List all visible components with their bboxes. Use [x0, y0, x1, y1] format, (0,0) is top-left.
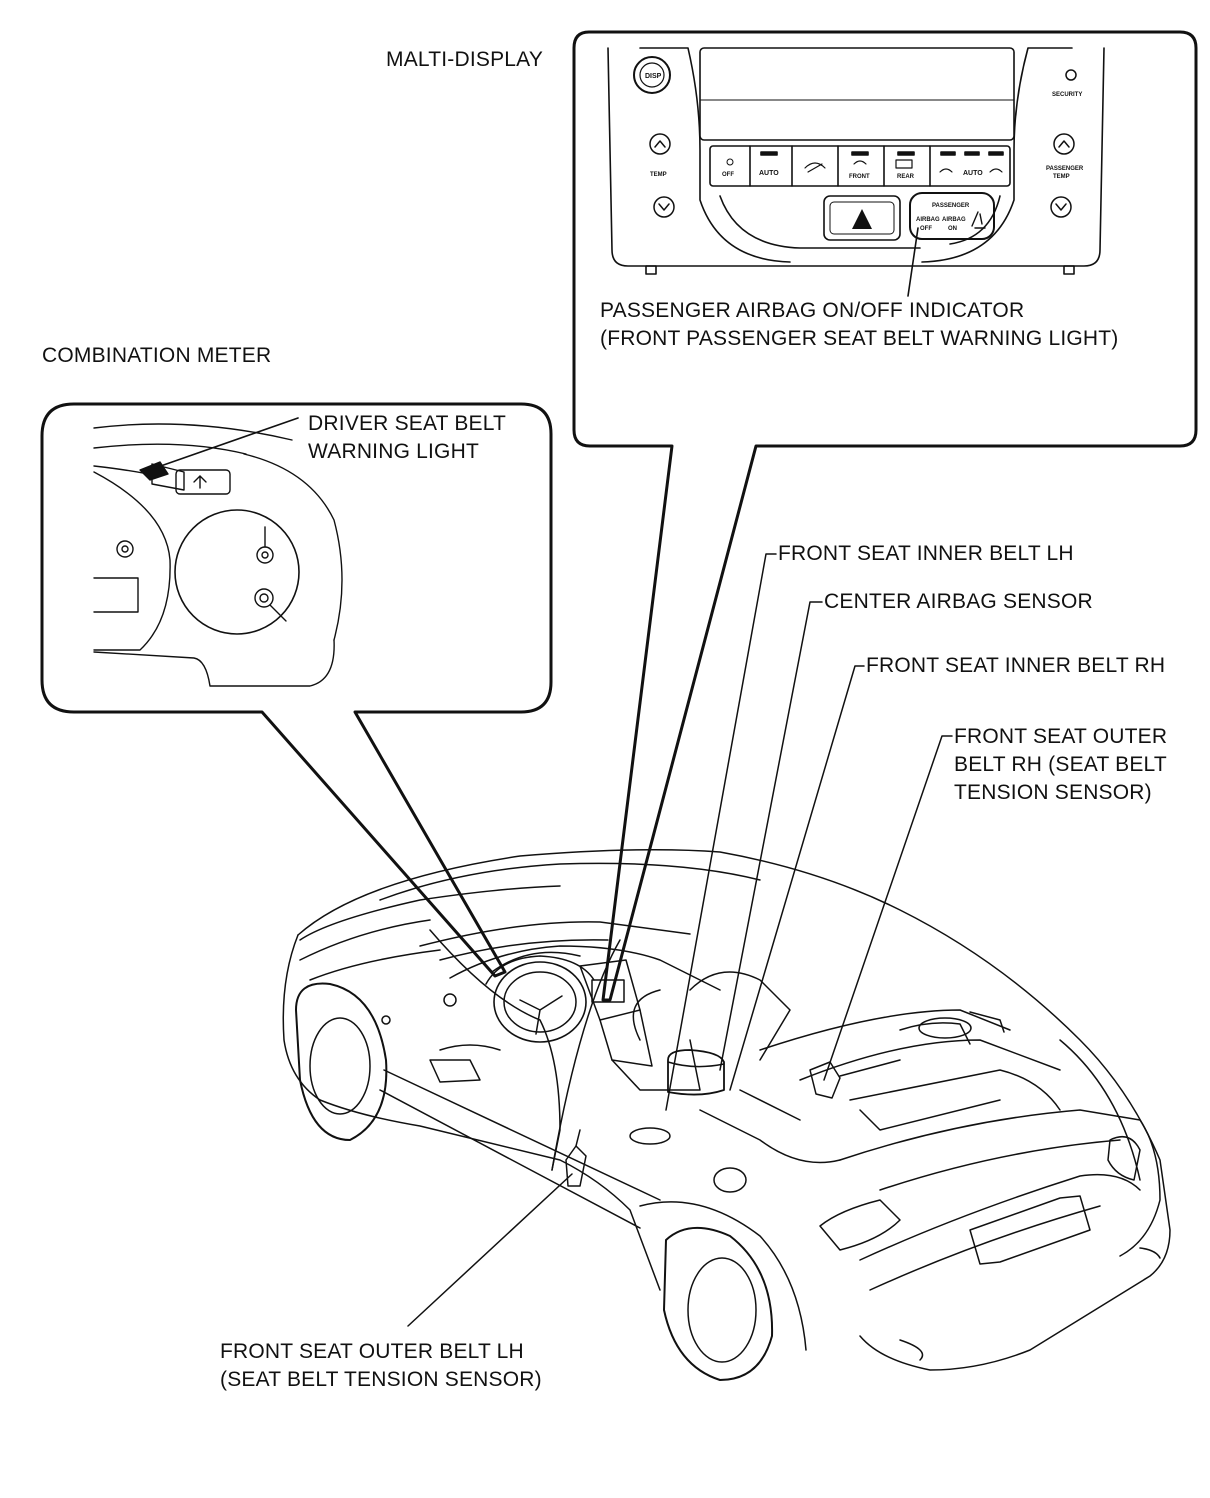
leader-lines	[407, 553, 953, 1327]
passenger-indicator-line1: PASSENGER AIRBAG ON/OFF INDICATOR	[600, 299, 1025, 322]
outer-belt-rh-line2: BELT RH (SEAT BELT	[954, 753, 1167, 776]
multi-display-panel	[607, 47, 1105, 275]
svg-text:SECURITY: SECURITY	[1052, 92, 1082, 98]
svg-text:PASSENGER: PASSENGER	[1046, 166, 1084, 172]
passenger-indicator-label: PASSENGER AIRBAG ON/OFF INDICATOR (FRONT…	[600, 297, 1119, 353]
passenger-indicator-line2: (FRONT PASSENGER SEAT BELT WARNING LIGHT…	[600, 327, 1119, 350]
multi-display-callout: DISP SECURITY TEMP PASSENGER TEMP OFF	[572, 30, 1198, 1002]
disp-button: DISP	[633, 56, 671, 94]
meter-drawing	[93, 423, 343, 687]
svg-text:TEMP: TEMP	[1053, 174, 1070, 180]
svg-text:AIRBAG: AIRBAG	[942, 217, 966, 223]
passenger-airbag-indicator: PASSENGER AIRBAG AIRBAG OFF ON	[909, 192, 995, 240]
combination-meter-label: COMBINATION METER	[42, 344, 272, 367]
climate-buttons: OFF AUTO FRONT REAR AUTO	[722, 158, 1003, 180]
svg-text:AIRBAG: AIRBAG	[916, 217, 940, 223]
temp-right-controls: PASSENGER TEMP	[1046, 133, 1084, 218]
svg-text:FRONT: FRONT	[849, 174, 870, 180]
combination-meter-callout	[40, 402, 553, 978]
svg-text:AUTO: AUTO	[963, 170, 983, 177]
driver-warning-line2: WARNING LIGHT	[308, 440, 479, 463]
outer-belt-lh-label: FRONT SEAT OUTER BELT LH (SEAT BELT TENS…	[220, 1338, 542, 1394]
driver-warning-label: DRIVER SEAT BELT WARNING LIGHT	[308, 410, 506, 466]
hazard-button	[823, 195, 901, 241]
temp-left-controls: TEMP	[649, 133, 675, 218]
security-indicator: SECURITY	[1052, 69, 1082, 98]
outer-belt-lh-line2: (SEAT BELT TENSION SENSOR)	[220, 1368, 542, 1391]
inner-belt-lh-label: FRONT SEAT INNER BELT LH	[778, 542, 1074, 565]
vehicle-outline	[282, 849, 1171, 1381]
svg-text:PASSENGER: PASSENGER	[932, 203, 970, 209]
svg-text:OFF: OFF	[722, 172, 734, 178]
svg-text:REAR: REAR	[897, 174, 915, 180]
inner-belt-rh-label: FRONT SEAT INNER BELT RH	[866, 654, 1166, 677]
outer-belt-lh-line1: FRONT SEAT OUTER BELT LH	[220, 1340, 524, 1363]
outer-belt-rh-line1: FRONT SEAT OUTER	[954, 725, 1168, 748]
svg-text:AUTO: AUTO	[759, 170, 779, 177]
center-airbag-sensor-label: CENTER AIRBAG SENSOR	[824, 590, 1093, 613]
svg-text:OFF: OFF	[920, 226, 932, 232]
multi-display-label: MALTI-DISPLAY	[386, 48, 544, 71]
outer-belt-rh-label: FRONT SEAT OUTER BELT RH (SEAT BELT TENS…	[954, 723, 1167, 807]
outer-belt-rh-line3: TENSION SENSOR)	[954, 781, 1152, 804]
driver-warning-line1: DRIVER SEAT BELT	[308, 412, 507, 435]
svg-text:DISP: DISP	[645, 73, 662, 80]
svg-text:TEMP: TEMP	[650, 172, 667, 178]
svg-text:ON: ON	[948, 226, 957, 232]
